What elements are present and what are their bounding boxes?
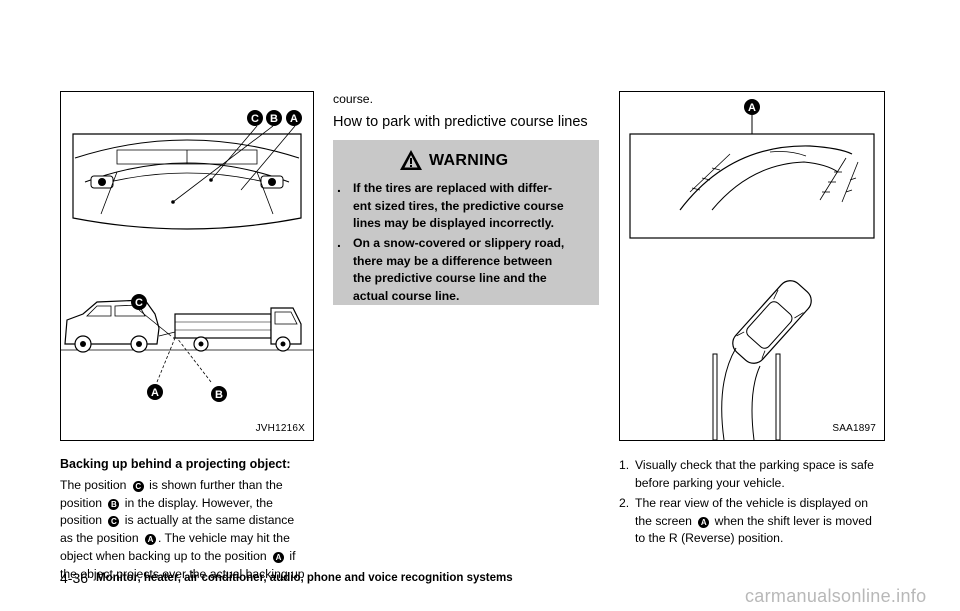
para-line-3: position C is actually at the same dista… bbox=[60, 513, 295, 528]
warning-item-1: If the tires are replaced with differ- e… bbox=[353, 181, 564, 230]
svg-text:A: A bbox=[290, 113, 298, 125]
warning-triangle-icon bbox=[400, 150, 422, 170]
step-line: the screen A when the shift lever is mov… bbox=[635, 513, 872, 528]
para-line-2: position B in the display. However, the bbox=[60, 495, 273, 510]
callout-b-bottom: B bbox=[211, 386, 227, 402]
para-line-5: object when backing up to the position A… bbox=[60, 548, 296, 563]
svg-text:C: C bbox=[251, 113, 259, 125]
section-title: How to park with predictive course lines bbox=[333, 114, 588, 130]
para-line-6: the object projects over the actual back… bbox=[60, 566, 305, 581]
callout-a-bottom: A bbox=[147, 384, 163, 400]
figure-code: SAA1897 bbox=[832, 423, 876, 434]
step-number: 2. bbox=[619, 496, 630, 510]
warning-title: WARNING bbox=[429, 152, 509, 169]
right-figure: A bbox=[619, 91, 885, 441]
callout-c-top: C bbox=[247, 110, 263, 126]
page-number: 4-36 bbox=[60, 570, 89, 586]
callout-a-screen: A bbox=[744, 99, 760, 115]
projecting-object-paragraph: The position C is shown further than the… bbox=[60, 477, 320, 583]
para-line-1: The position C is shown further than the bbox=[60, 478, 283, 492]
warning-item-2: On a snow-covered or slippery road, ther… bbox=[353, 236, 565, 303]
svg-text:B: B bbox=[215, 389, 223, 401]
chapter-title: Monitor, heater, air conditioner, audio,… bbox=[96, 572, 513, 584]
step-line: The rear view of the vehicle is displaye… bbox=[635, 496, 869, 510]
step-2: 2. The rear view of the vehicle is displ… bbox=[619, 495, 889, 548]
callout-c-inline: C bbox=[132, 481, 144, 492]
projecting-object-illustration: C B A bbox=[61, 110, 313, 402]
callout-a-inline: A bbox=[144, 534, 156, 546]
callout-b-top: B bbox=[266, 110, 282, 126]
watermark: carmanualsonline.info bbox=[745, 586, 927, 606]
callout-c-bottom: C bbox=[131, 294, 147, 310]
step-line: before parking your vehicle. bbox=[635, 475, 785, 490]
para-line-4: as the position A. The vehicle may hit t… bbox=[60, 531, 290, 546]
step-number: 1. bbox=[619, 458, 630, 472]
figure-code: JVH1216X bbox=[255, 423, 305, 434]
callout-a-top: A bbox=[286, 110, 302, 126]
svg-text:A: A bbox=[151, 387, 159, 399]
warning-box: WARNING . If the tires are replaced with… bbox=[333, 140, 599, 305]
svg-text:A: A bbox=[748, 102, 756, 114]
predictive-course-illustration: A bbox=[629, 99, 875, 441]
step-line: Visually check that the parking space is… bbox=[635, 458, 874, 472]
continuation-text: course. bbox=[333, 92, 373, 106]
svg-text:B: B bbox=[270, 113, 278, 125]
callout-a-inline: A bbox=[273, 551, 285, 563]
svg-text:C: C bbox=[135, 297, 143, 309]
callout-a-inline: A bbox=[698, 516, 710, 528]
callout-b-inline: B bbox=[108, 498, 120, 510]
bullet: . bbox=[337, 179, 341, 195]
subheading-projecting-object: Backing up behind a projecting object: bbox=[60, 457, 291, 471]
callout-c-inline: C bbox=[108, 516, 120, 528]
bullet: . bbox=[337, 234, 341, 250]
step-1: 1. Visually check that the parking space… bbox=[619, 457, 889, 492]
step-line: to the R (Reverse) position. bbox=[635, 531, 784, 546]
left-figure: C B A bbox=[60, 91, 314, 441]
